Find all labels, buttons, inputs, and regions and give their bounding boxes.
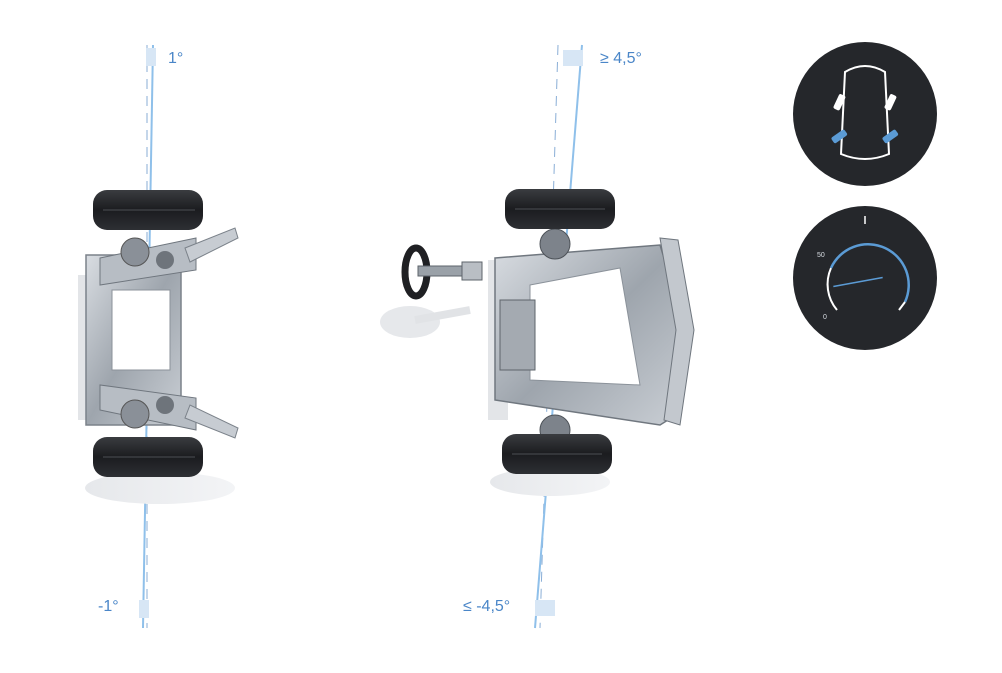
- speedometer-icon: 50 0: [793, 206, 937, 350]
- gauge-tick-50: 50: [817, 252, 825, 259]
- rear-axle-assembly: [78, 190, 239, 504]
- front-axle-assembly: [488, 189, 695, 496]
- rear-top-angle-label: 1°: [168, 50, 184, 67]
- gauge-tick-0: 0: [823, 314, 827, 321]
- rear-bottom-angle-label: -1°: [98, 598, 119, 615]
- front-bottom-angle-label: ≤ -4,5°: [463, 598, 511, 615]
- front-top-angle-label: ≥ 4,5°: [600, 50, 642, 67]
- steering-assembly: [380, 244, 483, 338]
- car-top-view-icon: [793, 42, 937, 186]
